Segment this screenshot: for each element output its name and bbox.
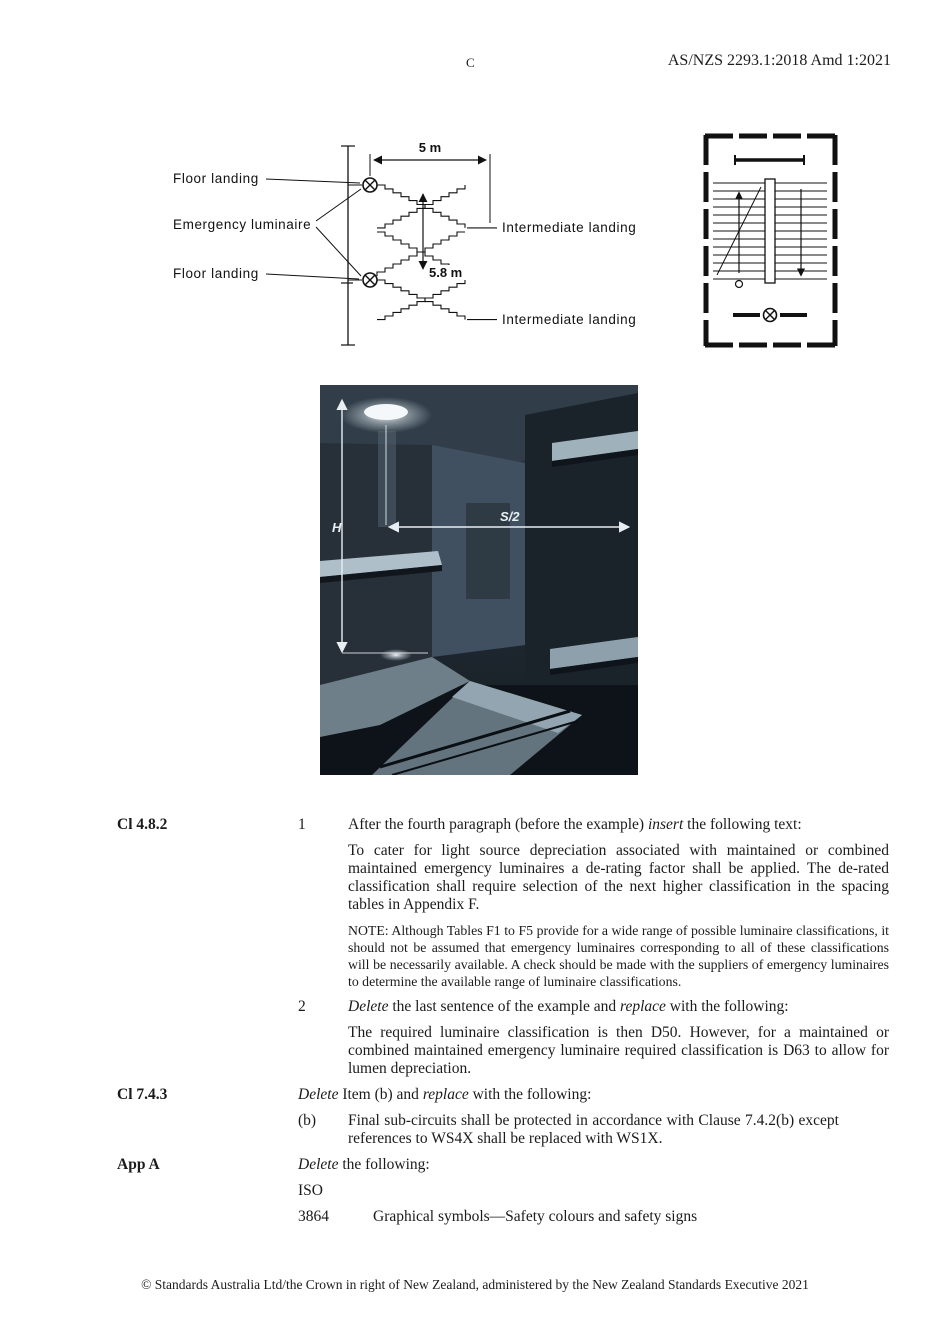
- dimension-label-5-8m: 5.8 m: [429, 265, 462, 280]
- stairwell-render-image: H S/2: [320, 385, 638, 775]
- italic-segment: Delete: [298, 1086, 339, 1103]
- item1-paragraph: To cater for light source depreciation a…: [348, 842, 889, 913]
- cl743-intro: Delete Item (b) and replace with the fol…: [298, 1086, 889, 1104]
- text-segment: the last sentence of the example and: [388, 998, 620, 1015]
- text-segment: with the following:: [468, 1086, 592, 1103]
- item-b-label: (b): [298, 1112, 317, 1129]
- item-b-text: Final sub-circuits shall be protected in…: [348, 1112, 839, 1147]
- emergency-luminaire-label: Emergency luminaire: [173, 217, 311, 232]
- appA-iso-row: ISO: [117, 1182, 889, 1200]
- copyright-footer: © Standards Australia Ltd/the Crown in r…: [141, 1277, 809, 1292]
- floor-landing-bottom-label: Floor landing: [173, 266, 259, 281]
- item1-intro: After the fourth paragraph (before the e…: [348, 816, 889, 834]
- cl743-row: Cl 7.4.3 Delete Item (b) and replace wit…: [117, 1086, 889, 1104]
- plan-luminaire-symbol: [733, 307, 807, 323]
- italic-segment: replace: [620, 998, 666, 1015]
- stair-plan-diagram: [703, 133, 838, 348]
- leader-lines: [265, 178, 362, 280]
- item1-number: 1: [298, 816, 306, 833]
- italic-segment: Delete: [348, 998, 389, 1015]
- clause-label-482: Cl 4.8.2: [117, 816, 168, 833]
- text-segment: with the following:: [665, 998, 789, 1015]
- intermediate-landing-top-label: Intermediate landing: [502, 220, 636, 235]
- render-scene: [320, 385, 638, 775]
- appA-row: App A Delete the following:: [117, 1156, 889, 1174]
- render-s2-label: S/2: [500, 509, 520, 524]
- appA-ref-row: 3864 Graphical symbols—Safety colours an…: [117, 1208, 889, 1226]
- italic-segment: Delete: [298, 1156, 339, 1173]
- amendment-body: Cl 4.8.2 1 After the fourth paragraph (b…: [117, 816, 889, 1234]
- text-segment: After the fourth paragraph (before the e…: [348, 816, 648, 833]
- cl482-item1-para-row: To cater for light source depreciation a…: [117, 842, 889, 914]
- italic-segment: replace: [422, 1086, 469, 1103]
- cl482-item2-row: 2 Delete the last sentence of the exampl…: [117, 998, 889, 1016]
- amendment-mark: C: [466, 55, 476, 70]
- floor-landing-top-label: Floor landing: [173, 171, 259, 186]
- cl482-item1-note-row: NOTE: Although Tables F1 to F5 provide f…: [117, 922, 889, 990]
- stair-elevation-diagram: 5 m 5.8 m: [173, 140, 636, 346]
- clause-label-743: Cl 7.4.3: [117, 1086, 168, 1103]
- italic-segment: insert: [647, 816, 684, 833]
- top-landing-bar: [734, 155, 805, 165]
- item1-note: NOTE: Although Tables F1 to F5 provide f…: [348, 923, 889, 989]
- cl743-item: (b) Final sub-circuits shall be protecte…: [298, 1112, 889, 1148]
- appA-intro: Delete the following:: [298, 1156, 889, 1174]
- central-stringer: [764, 178, 776, 284]
- emergency-luminaire-symbol-top: [348, 177, 378, 193]
- iso-label: ISO: [298, 1182, 323, 1199]
- cl743-item-row: (b) Final sub-circuits shall be protecte…: [117, 1112, 889, 1148]
- text-segment: the following text:: [683, 816, 802, 833]
- document-reference: AS/NZS 2293.1:2018 Amd 1:2021: [667, 52, 891, 69]
- intermediate-landing-bottom-label: Intermediate landing: [502, 312, 636, 327]
- text-segment: Item (b) and: [338, 1086, 423, 1103]
- plan-walls: [703, 133, 838, 348]
- render-h-label: H: [332, 520, 342, 535]
- iso-reference: 3864 Graphical symbols—Safety colours an…: [298, 1208, 889, 1226]
- cl482-item2-para-row: The required luminaire classification is…: [117, 1024, 889, 1078]
- item2-intro: Delete the last sentence of the example …: [348, 998, 889, 1016]
- item2-paragraph: The required luminaire classification is…: [348, 1024, 889, 1077]
- dimension-label-5m: 5 m: [419, 140, 441, 155]
- stair-flights: [376, 184, 497, 321]
- plan-node-circle: [734, 279, 744, 289]
- cl482-item1-row: Cl 4.8.2 1 After the fourth paragraph (b…: [117, 816, 889, 834]
- dimension-label-bg: [426, 265, 470, 280]
- reference-title: Graphical symbols—Safety colours and saf…: [373, 1208, 698, 1225]
- render-dimensions: [336, 398, 631, 654]
- reference-number: 3864: [298, 1208, 329, 1225]
- item2-number: 2: [298, 998, 306, 1015]
- text-segment: the following:: [338, 1156, 430, 1173]
- emergency-luminaire-symbol-bottom: [348, 272, 378, 288]
- clause-label-appA: App A: [117, 1156, 160, 1173]
